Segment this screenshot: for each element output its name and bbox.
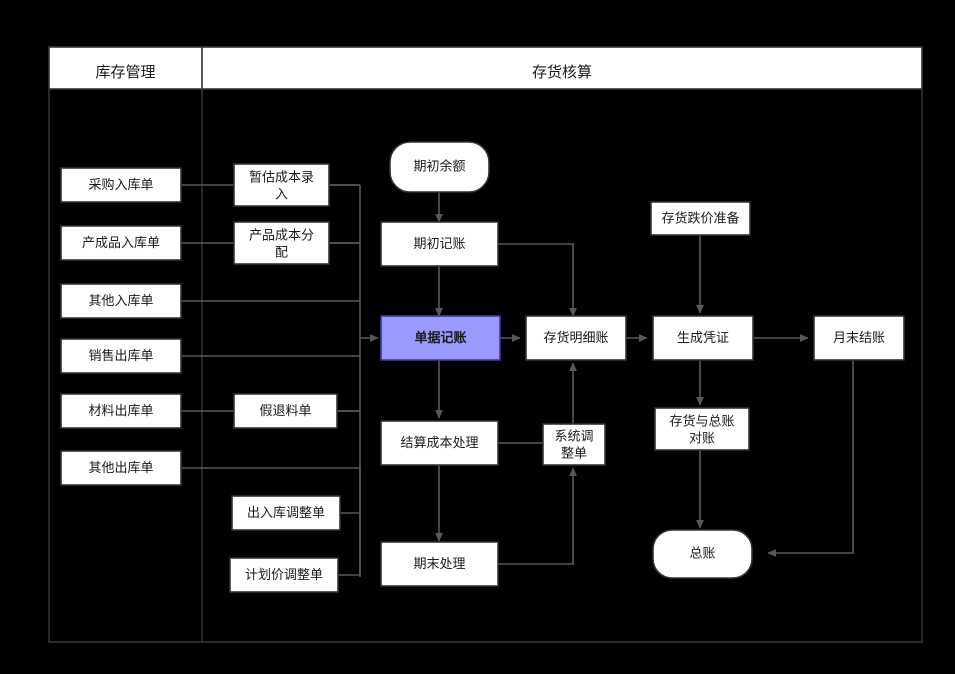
node-p_month_close[interactable]: 月末结账 <box>813 315 905 361</box>
node-p_gen_voucher-label: 生成凭证 <box>677 330 729 345</box>
node-p_sys_adjust-label-line1: 系统调 <box>554 428 593 443</box>
node-p_recon[interactable]: 存货与总账 对账 <box>654 407 750 451</box>
node-p_open_balance-label: 期初余额 <box>413 158 465 173</box>
node-p_open_posting[interactable]: 期初记账 <box>380 221 499 267</box>
node-p_inv_write_down-label: 存货跌价准备 <box>661 210 739 225</box>
node-p_inv_ledger-label: 存货明细账 <box>543 330 608 345</box>
node-p_inv_ledger[interactable]: 存货明细账 <box>525 315 627 361</box>
node-p_settle_cost[interactable]: 结算成本处理 <box>380 420 499 466</box>
node-p_settle_cost-label: 结算成本处理 <box>400 435 478 450</box>
node-p_sys_adjust-label-line2: 整单 <box>561 445 587 460</box>
node-c2-label-line1: 产品成本分 <box>249 227 314 242</box>
node-c2-label-line2: 配 <box>275 244 288 259</box>
node-p_open_posting-label: 期初记账 <box>413 236 465 251</box>
node-p_general_ledger[interactable]: 总账 <box>652 529 753 579</box>
node-src6[interactable]: 其他出库单 <box>60 450 182 486</box>
node-src4[interactable]: 销售出库单 <box>60 338 182 374</box>
edge-month-close-to-general-ledger <box>767 360 854 557</box>
node-p_recon-label-line2: 对账 <box>689 430 715 445</box>
outer-frame <box>48 46 923 643</box>
node-p_inv_write_down[interactable]: 存货跌价准备 <box>650 201 751 236</box>
node-src3[interactable]: 其他入库单 <box>60 283 182 319</box>
node-src5-label: 材料出库单 <box>88 403 153 418</box>
node-c2[interactable]: 产品成本分 配 <box>233 221 330 265</box>
node-c1[interactable]: 暂估成本录 入 <box>233 163 330 207</box>
node-p_month_close-label: 月末结账 <box>833 330 885 345</box>
process-nodes-group: 期初余额 期初记账 单据记账 存货明细账 生成凭证 月末结账 存货跌价准备 <box>380 141 905 587</box>
node-src1[interactable]: 采购入库单 <box>60 167 182 203</box>
node-src6-label: 其他出库单 <box>88 460 153 475</box>
node-p_sys_adjust[interactable]: 系统调 整单 <box>542 423 606 466</box>
node-p_doc_posting[interactable]: 单据记账 <box>380 315 501 361</box>
cost-documents-group: 暂估成本录 入 产品成本分 配 假退料单 出入库调整单 计划价调整单 <box>229 163 341 593</box>
node-src3-label: 其他入库单 <box>88 293 153 308</box>
node-src2[interactable]: 产成品入库单 <box>60 225 182 261</box>
node-c3[interactable]: 假退料单 <box>233 393 338 429</box>
node-p_period_end[interactable]: 期末处理 <box>380 541 499 587</box>
node-p_general_ledger-label: 总账 <box>689 545 715 560</box>
edge-period-end-to-sys-adjust <box>498 467 577 565</box>
node-c3-label: 假退料单 <box>259 403 311 418</box>
node-c4-label: 出入库调整单 <box>247 505 325 520</box>
header-label-inventory-management: 库存管理 <box>95 64 155 81</box>
node-c1-label-line2: 入 <box>275 186 288 201</box>
node-c1-label-line1: 暂估成本录 <box>249 169 314 184</box>
node-p_gen_voucher[interactable]: 生成凭证 <box>652 315 754 361</box>
node-p_recon-label-line1: 存货与总账 <box>669 413 734 428</box>
node-p_period_end-label: 期末处理 <box>413 556 465 571</box>
header-band <box>48 46 923 90</box>
node-p_open_balance[interactable]: 期初余额 <box>389 141 490 193</box>
header-label-inventory-accounting: 存货核算 <box>532 63 592 81</box>
edge-open-posting-to-inv-ledger <box>498 243 577 317</box>
node-src5[interactable]: 材料出库单 <box>60 393 182 429</box>
source-documents-group: 采购入库单 产成品入库单 其他入库单 销售出库单 材料出库单 其他出库单 <box>60 167 182 486</box>
node-p_doc_posting-label: 单据记账 <box>414 330 466 345</box>
node-src2-label: 产成品入库单 <box>82 235 160 250</box>
node-c4[interactable]: 出入库调整单 <box>231 495 341 531</box>
node-c5[interactable]: 计划价调整单 <box>229 557 339 593</box>
node-src4-label: 销售出库单 <box>88 348 153 363</box>
node-c5-label: 计划价调整单 <box>245 567 323 582</box>
node-src1-label: 采购入库单 <box>88 177 153 192</box>
